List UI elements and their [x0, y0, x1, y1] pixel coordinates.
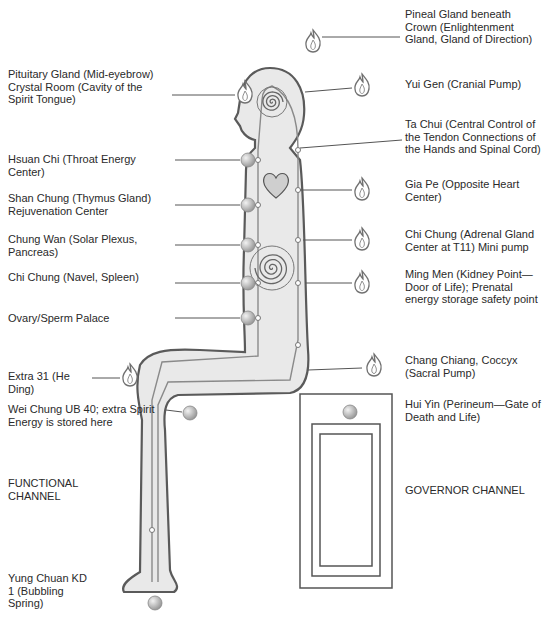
- crown-spiral: [263, 92, 283, 110]
- point-label: Chung Wan (Solar Plexus, Pancreas): [8, 233, 158, 258]
- point-label: Ming Men (Kidney Point—Door of Life); Pr…: [405, 268, 545, 306]
- leader-lines: [92, 37, 402, 412]
- crown-ring: [257, 87, 287, 117]
- channel-label: GOVERNOR CHANNEL: [405, 484, 543, 497]
- heart-symbol: [264, 174, 289, 199]
- navel-ring: [250, 246, 294, 290]
- point-label: Yung Chuan KD 1 (Bubbling Spring): [8, 572, 88, 610]
- point-label: Chi Chung (Navel, Spleen): [8, 271, 168, 284]
- point-label: Chi Chung (Adrenal Gland Center at T11) …: [405, 228, 543, 253]
- gland-label: Pituitary Gland (Mid-eyebrow) Crystal Ro…: [8, 68, 168, 106]
- navel-spiral: [255, 255, 286, 284]
- point-label: Yui Gen (Cranial Pump): [405, 78, 543, 91]
- point-label: Ta Chui (Central Control of the Tendon C…: [405, 118, 545, 156]
- sphere-markers: [148, 153, 357, 610]
- chair: [300, 394, 392, 588]
- point-label: Gia Pe (Opposite Heart Center): [405, 178, 543, 203]
- point-label: Chang Chiang, Coccyx (Sacral Pump): [405, 354, 543, 379]
- seated-body: [123, 68, 308, 592]
- flame-markers: [123, 30, 381, 386]
- point-label: Ovary/Sperm Palace: [8, 312, 168, 325]
- point-label: Hsuan Chi (Throat Energy Center): [8, 153, 158, 178]
- point-label: Shan Chung (Thymus Gland) Rejuvenation C…: [8, 192, 158, 217]
- point-label: Extra 31 (He Ding): [8, 370, 88, 395]
- energy-channel: [152, 86, 298, 582]
- gland-label: Pineal Gland beneath Crown (Enlightenmen…: [405, 8, 543, 46]
- channel-points: [150, 148, 301, 533]
- point-label: Hui Yin (Perineum—Gate of Death and Life…: [405, 398, 543, 423]
- channel-label: FUNCTIONAL CHANNEL: [8, 477, 118, 502]
- point-label: Wei Chung UB 40; extra Spirit Energy is …: [8, 403, 163, 428]
